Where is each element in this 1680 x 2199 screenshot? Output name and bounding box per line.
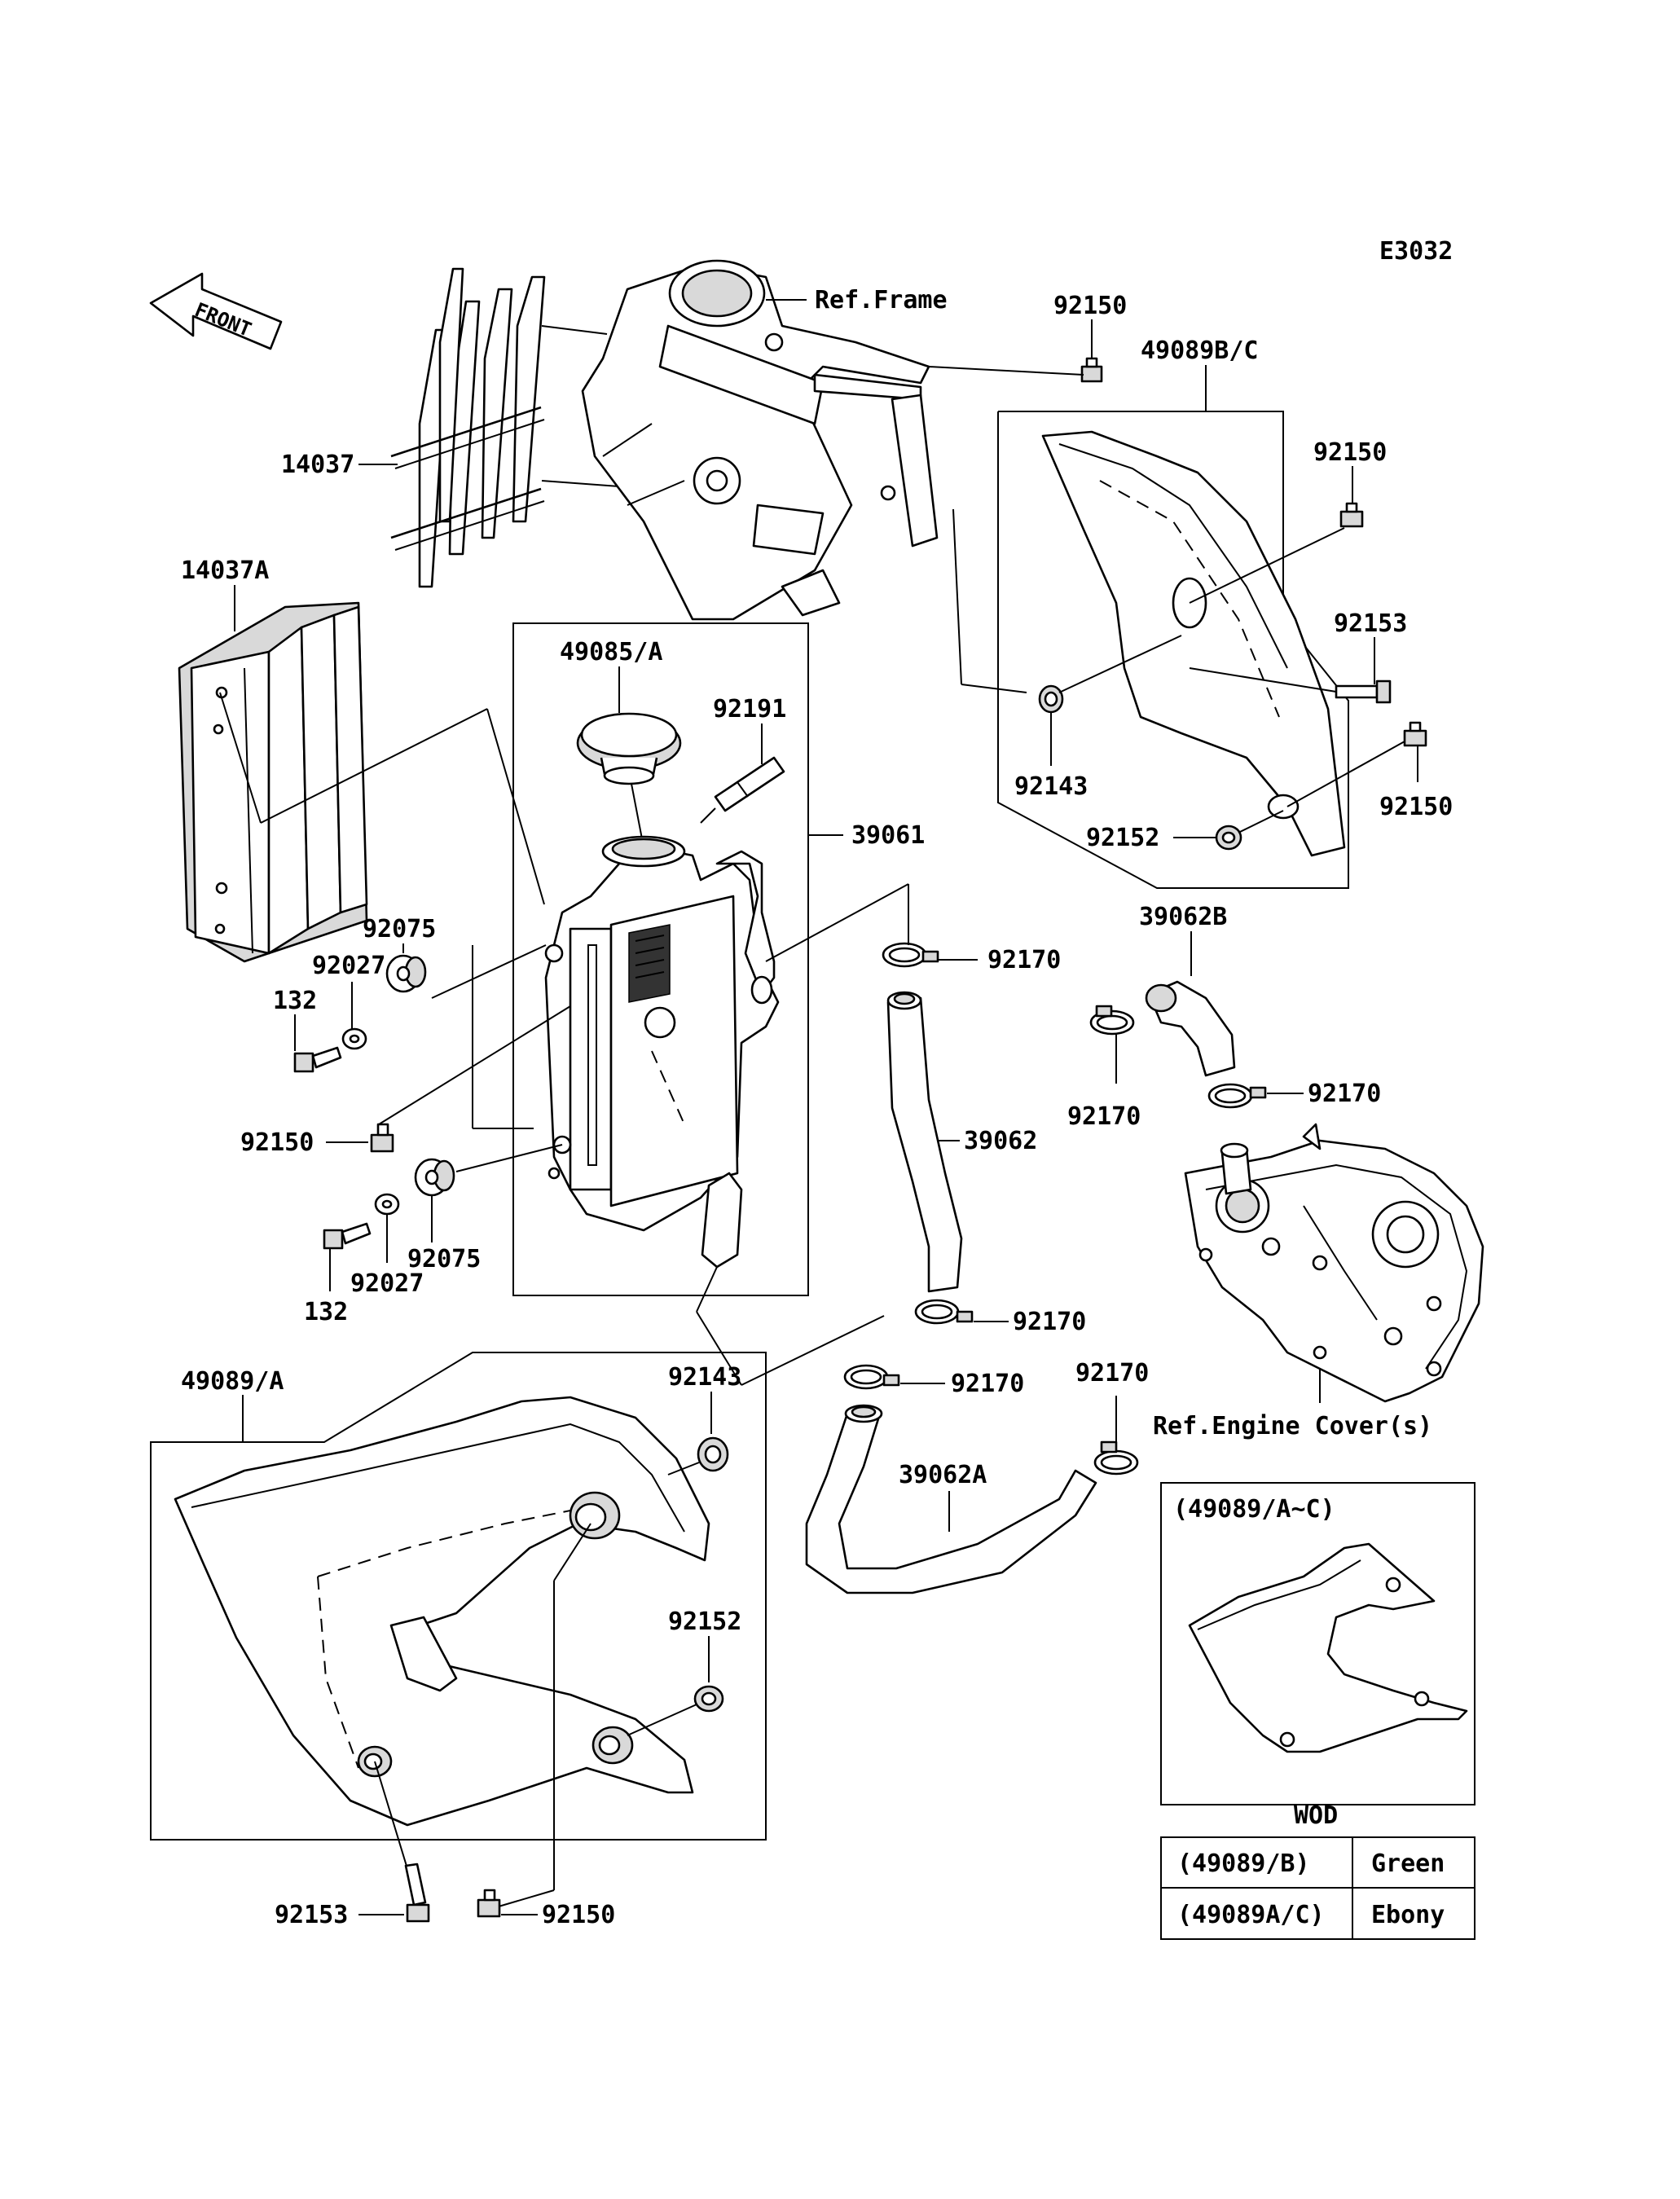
group-box-49089a <box>150 1352 767 1841</box>
part-label-92075-a: 92075 <box>363 915 436 943</box>
part-label-49089bc: 49089B/C <box>1141 336 1259 365</box>
part-label-132-b: 132 <box>304 1298 348 1326</box>
bolt-92153-r-icon <box>1335 679 1392 704</box>
part-label-92170-b: 92170 <box>1067 1102 1141 1131</box>
bolt-92150-r2-icon <box>1403 721 1427 747</box>
radiator-guard-14037a <box>178 601 368 963</box>
part-label-14037: 14037 <box>281 451 354 479</box>
bolt-132-a-icon <box>293 1046 342 1073</box>
part-label-92150-top: 92150 <box>1053 292 1127 320</box>
ref-frame-label: Ref.Frame <box>815 286 948 314</box>
hose-39062a <box>805 1404 1097 1594</box>
bolt-92150-b-icon <box>477 1889 501 1918</box>
part-label-14037a: 14037A <box>181 556 269 585</box>
color-table-color-1: Green <box>1371 1849 1445 1878</box>
part-label-92153-r: 92153 <box>1334 609 1407 638</box>
grommet-92143-r-icon <box>1038 684 1064 714</box>
color-table-code-2: (49089A/C) <box>1177 1901 1325 1929</box>
grommet-92143-b-icon <box>697 1436 729 1472</box>
grommet-92152-r-icon <box>1215 825 1242 851</box>
part-label-92150-l: 92150 <box>240 1128 314 1157</box>
clamp-92170-b-icon <box>1089 1005 1135 1036</box>
group-box-49089bc <box>997 411 1349 889</box>
part-label-39062b: 39062B <box>1139 903 1227 931</box>
frame-reference <box>581 259 939 621</box>
bolt-92150-l-icon <box>370 1123 394 1153</box>
overflow-tube-92191 <box>714 756 785 812</box>
part-label-92170-c: 92170 <box>1308 1080 1381 1108</box>
front-arrow-icon: FRONT <box>149 272 283 350</box>
part-label-92170-a: 92170 <box>987 946 1061 974</box>
part-label-132-a: 132 <box>273 987 317 1015</box>
clamp-92170-f-icon <box>1093 1440 1139 1476</box>
part-label-92143-r: 92143 <box>1014 772 1088 801</box>
inset-shroud-49089 <box>1188 1542 1468 1753</box>
grommet-92075-a-icon <box>385 954 427 993</box>
bolt-132-b-icon <box>323 1222 372 1250</box>
engine-cover-reference <box>1184 1123 1484 1403</box>
clamp-92170-c-icon <box>1207 1083 1267 1109</box>
grommet-92152-b-icon <box>693 1685 724 1713</box>
part-label-39061: 39061 <box>851 821 925 850</box>
shroud-49089bc <box>1041 430 1346 857</box>
collar-92027-a-icon <box>341 1027 367 1050</box>
part-label-39062a: 39062A <box>899 1461 987 1489</box>
hose-39062 <box>886 991 963 1293</box>
diagram-code: E3032 <box>1379 237 1453 266</box>
radiator-core-39061 <box>544 835 780 1269</box>
part-label-92150-r1: 92150 <box>1313 438 1387 467</box>
part-label-92170-e: 92170 <box>951 1370 1024 1398</box>
hose-39062b <box>1145 980 1236 1077</box>
part-label-92027-b: 92027 <box>350 1269 424 1298</box>
clamp-92170-e-icon <box>843 1364 900 1390</box>
part-label-92075-b: 92075 <box>407 1245 481 1273</box>
radiator-louver-guard-14037 <box>390 267 653 588</box>
collar-92027-b-icon <box>374 1193 400 1216</box>
color-table: (49089/B) Green (49089A/C) Ebony <box>1160 1836 1475 1940</box>
inset-caption: WOD <box>1294 1801 1338 1830</box>
part-label-92153-b: 92153 <box>275 1901 348 1929</box>
color-table-code-1: (49089/B) <box>1177 1849 1310 1878</box>
clamp-92170-d-icon <box>914 1299 974 1325</box>
part-label-92152-r: 92152 <box>1086 824 1159 852</box>
part-label-92170-f: 92170 <box>1075 1359 1149 1388</box>
part-label-92143-b: 92143 <box>668 1363 741 1392</box>
part-label-92150-r2: 92150 <box>1379 793 1453 821</box>
bolt-92150-top-icon <box>1080 357 1103 383</box>
shroud-49089a <box>174 1396 710 1827</box>
part-label-92170-d: 92170 <box>1013 1308 1086 1336</box>
part-label-92191: 92191 <box>713 695 786 723</box>
group-box-39061 <box>512 622 809 1296</box>
part-label-49085a: 49085/A <box>560 638 662 666</box>
clamp-92170-a-icon <box>882 942 939 968</box>
bolt-92150-r1-icon <box>1339 502 1364 528</box>
color-table-color-2: Ebony <box>1371 1901 1445 1929</box>
part-label-92027-a: 92027 <box>312 952 385 980</box>
part-label-92150-b: 92150 <box>542 1901 615 1929</box>
ref-engine-cover-label: Ref.Engine Cover(s) <box>1153 1412 1432 1440</box>
radiator-cap-49085a <box>576 712 682 785</box>
bolt-92153-b-icon <box>404 1863 430 1923</box>
part-label-49089a: 49089/A <box>181 1367 284 1396</box>
part-label-39062: 39062 <box>964 1127 1037 1155</box>
grommet-92075-b-icon <box>414 1158 455 1197</box>
part-label-92152-b: 92152 <box>668 1607 741 1636</box>
inset-box <box>1160 1482 1475 1805</box>
inset-title: (49089/A~C) <box>1173 1495 1335 1524</box>
